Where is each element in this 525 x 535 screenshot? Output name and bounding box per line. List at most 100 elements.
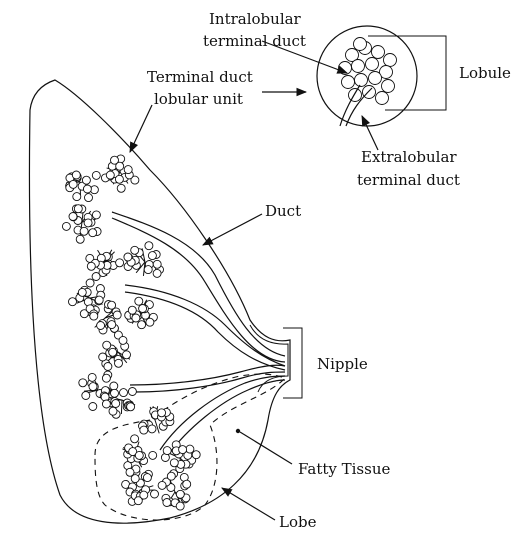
alveolus-circle <box>76 235 84 243</box>
alveolus-circle <box>112 400 120 408</box>
alveolus-circle <box>349 89 362 102</box>
alveolus-circle <box>167 472 175 480</box>
alveolus-circle <box>355 74 368 87</box>
alveolus-circle <box>97 322 105 330</box>
alveolus-circle <box>352 60 365 73</box>
alveolus-circle <box>69 213 77 221</box>
alveolus-circle <box>366 58 379 71</box>
alveolus-circle <box>128 306 136 314</box>
alveolus-circle <box>103 341 111 349</box>
alveolus-circle <box>382 80 395 93</box>
alveolus-circle <box>369 72 382 85</box>
lobule-cluster <box>161 441 200 478</box>
alveolus-circle <box>135 297 143 305</box>
label-nipple: Nipple <box>317 355 368 373</box>
label-tdlu-2: lobular unit <box>154 90 243 108</box>
alveolus-circle <box>62 222 70 230</box>
label-tdlu-1: Terminal duct <box>147 68 253 86</box>
alveolus-circle <box>131 435 139 443</box>
alveolus-circle <box>80 227 88 235</box>
alveolus-circle <box>108 321 116 329</box>
lobule-cluster <box>99 331 131 370</box>
alveolus-circle <box>139 305 147 313</box>
alveolus-circle <box>85 194 93 202</box>
alveolus-circle <box>123 351 131 359</box>
alveolus-circle <box>92 171 100 179</box>
alveolus-circle <box>179 446 187 454</box>
alveolus-circle <box>102 374 110 382</box>
alveolus-circle <box>111 389 119 397</box>
alveolus-circle <box>116 162 124 170</box>
lobule-cluster <box>69 279 105 318</box>
lobule-cluster <box>62 205 101 244</box>
alveolus-circle <box>143 474 151 482</box>
label-duct: Duct <box>265 202 301 220</box>
alveolus-circle <box>73 193 81 201</box>
lobule-cluster <box>124 242 164 278</box>
alveolus-circle <box>86 279 94 287</box>
alveolus-circle <box>89 229 97 237</box>
alveolus-circle <box>153 260 161 268</box>
alveolus-circle <box>109 348 117 356</box>
alveolus-circle <box>79 379 87 387</box>
alveolus-circle <box>372 46 385 59</box>
alveolus-circle <box>158 409 166 417</box>
alveolus-circle <box>354 38 367 51</box>
alveolus-circle <box>192 451 200 459</box>
alveolus-circle <box>146 318 154 326</box>
label-extralobular-1: Extralobular <box>361 148 457 166</box>
alveolus-circle <box>127 403 135 411</box>
label-extralobular-2: terminal duct <box>357 171 460 189</box>
label-intralobular-1: Intralobular <box>209 10 302 28</box>
alveolus-circle <box>153 269 161 277</box>
arrow-extralobular <box>362 116 378 150</box>
alveolus-circle <box>176 502 184 510</box>
lobule-cluster <box>122 435 156 477</box>
alveolus-circle <box>342 76 355 89</box>
alveolus-circle <box>117 184 125 192</box>
alveolus-circle <box>148 425 156 433</box>
alveolus-circle <box>140 426 148 434</box>
alveolus-circle <box>131 246 139 254</box>
alveolus-circle <box>163 499 171 507</box>
alveolus-circle <box>83 185 91 193</box>
lobule-cluster <box>86 301 121 335</box>
alveolus-circle <box>115 359 123 367</box>
lobule-inset-circle <box>317 26 417 126</box>
alveolus-circle <box>163 447 171 455</box>
label-fatty-tissue: Fatty Tissue <box>298 460 390 478</box>
alveolus-circle <box>186 445 194 453</box>
alveolus-circle <box>149 451 157 459</box>
inset-lobule-cluster <box>339 38 397 105</box>
alveolus-circle <box>119 336 127 344</box>
arrow-lobe <box>222 488 275 520</box>
alveolus-circle <box>82 392 90 400</box>
alveolus-circle <box>102 400 110 408</box>
alveolus-circle <box>124 253 132 261</box>
alveolus-circle <box>116 259 124 267</box>
alveolus-circle <box>134 497 142 505</box>
alveolus-circle <box>90 312 98 320</box>
arrow-tdlu <box>130 105 152 152</box>
alveolus-circle <box>376 92 389 105</box>
alveolus-circle <box>158 481 166 489</box>
alveolus-circle <box>108 301 116 309</box>
lobule-cluster <box>139 406 174 434</box>
lobule-cluster <box>66 171 101 202</box>
alveolus-circle <box>110 382 118 390</box>
alveolus-circle <box>113 311 121 319</box>
alveolus-circle <box>120 389 128 397</box>
alveolus-circle <box>138 321 146 329</box>
alveolus-circle <box>183 480 191 488</box>
alveolus-circle <box>87 262 95 270</box>
lobule-cluster <box>158 472 191 510</box>
alveolus-circle <box>88 373 96 381</box>
label-lobe: Lobe <box>279 513 317 531</box>
alveolus-circle <box>131 475 139 483</box>
alveolus-circle <box>74 205 82 213</box>
lobule-cluster <box>125 297 158 329</box>
alveolus-circle <box>78 288 86 296</box>
alveolus-circle <box>92 273 100 281</box>
alveolus-circle <box>92 211 100 219</box>
